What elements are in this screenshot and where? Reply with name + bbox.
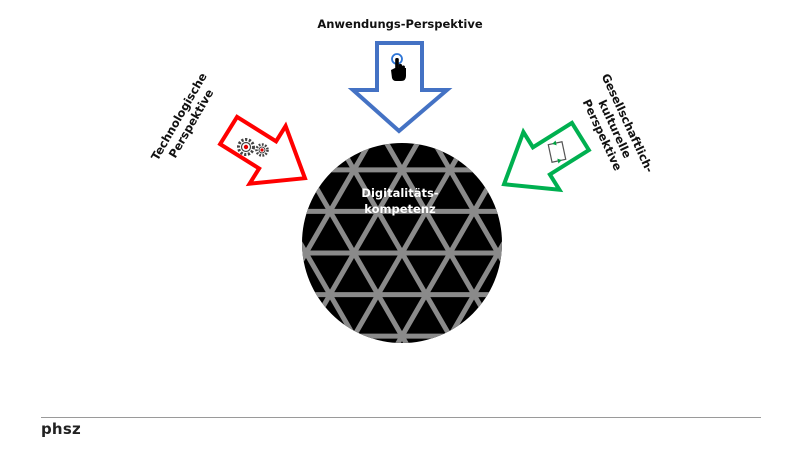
footer-logo: phsz bbox=[41, 420, 81, 438]
grid-diagonal-line bbox=[47, 53, 278, 450]
top-arrow bbox=[347, 41, 453, 134]
center-label-line1: Digitalitäts- bbox=[361, 186, 439, 200]
grid-diagonal-line bbox=[332, 143, 502, 343]
grid-diagonal-line bbox=[0, 53, 133, 450]
grid-diagonal-line bbox=[302, 143, 502, 343]
grid-diagonal-line bbox=[47, 53, 278, 450]
grid-diagonal-line bbox=[671, 53, 800, 450]
grid-diagonal-line bbox=[302, 143, 328, 343]
grid-diagonal-line bbox=[302, 143, 328, 343]
cycle-icon bbox=[547, 140, 567, 164]
center-circle bbox=[0, 53, 800, 450]
gears-icon bbox=[237, 138, 269, 157]
grid-diagonal-line bbox=[623, 53, 800, 450]
grid-diagonal-line bbox=[671, 53, 800, 450]
top-perspective-label: Anwendungs-Perspektive bbox=[317, 17, 483, 31]
grid-diagonal-line bbox=[380, 143, 502, 343]
triangle-grid bbox=[0, 53, 800, 450]
center-label-line2: kompetenz bbox=[364, 202, 436, 216]
grid-diagonal-line bbox=[527, 53, 758, 450]
grid-diagonal-line bbox=[302, 143, 424, 343]
grid-diagonal-line bbox=[527, 53, 758, 450]
grid-diagonal-line bbox=[0, 53, 181, 450]
grid-diagonal-line bbox=[0, 53, 133, 450]
grid-diagonal-line bbox=[623, 53, 800, 450]
center-label: Digitalitäts- kompetenz bbox=[330, 185, 470, 217]
right-arrow bbox=[501, 120, 592, 193]
pointer-hand-icon bbox=[391, 53, 406, 81]
footer-divider bbox=[41, 417, 761, 418]
grid-diagonal-line bbox=[302, 143, 472, 343]
grid-diagonal-line bbox=[0, 53, 181, 450]
